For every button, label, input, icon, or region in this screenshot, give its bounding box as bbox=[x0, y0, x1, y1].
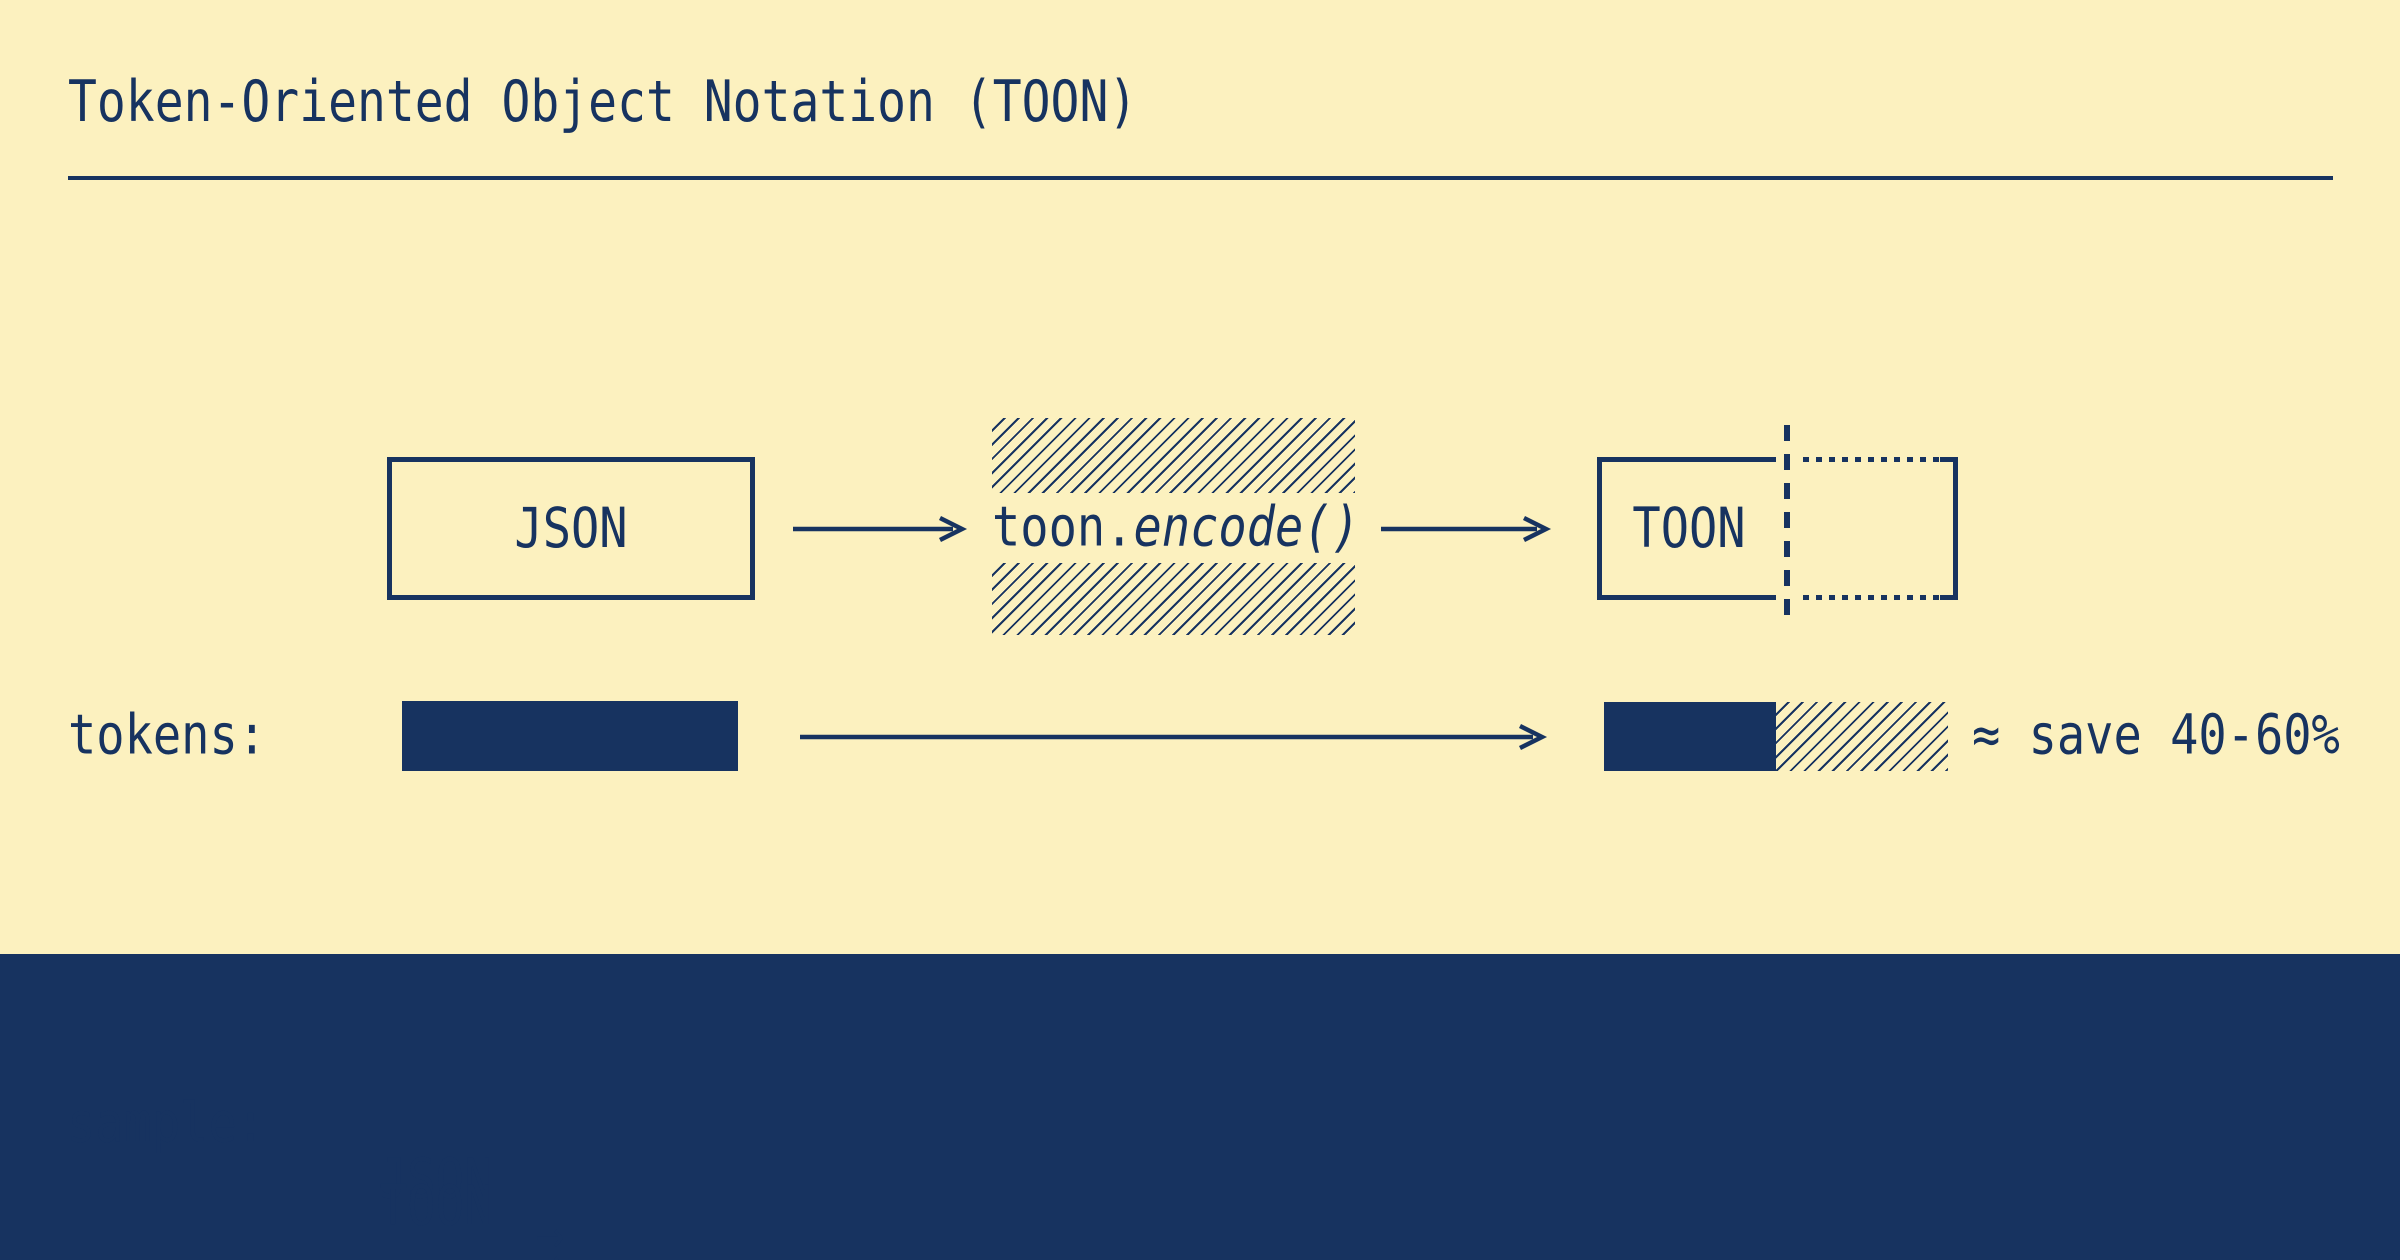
sample-format-json: JSON bbox=[379, 1146, 493, 1212]
savings-note: ≈ save 40-60% bbox=[1972, 702, 2340, 768]
flow-arrow-1 bbox=[793, 515, 968, 543]
toon-token-bar-saved-hatch bbox=[1776, 702, 1948, 771]
sample-label: sample: bbox=[67, 1090, 266, 1156]
sample-panel bbox=[0, 954, 2400, 1260]
toon-ghost-bottom-border bbox=[1803, 595, 1944, 600]
tokens-label: tokens: bbox=[68, 702, 267, 768]
toon-ghost-bottom-stub bbox=[1940, 595, 1958, 600]
flow-arrow-2 bbox=[1381, 515, 1552, 543]
sample-arrow-toon: → bbox=[536, 1230, 564, 1260]
toon-output-label: TOON bbox=[1632, 496, 1746, 561]
json-input-box: JSON bbox=[387, 457, 755, 600]
json-token-bar bbox=[402, 701, 738, 771]
title-underline bbox=[68, 176, 2333, 180]
sample-arrow-json: → bbox=[536, 1202, 565, 1260]
toon-cut-dashed-line bbox=[1784, 425, 1790, 628]
sample-format-toon: TOON bbox=[379, 1173, 493, 1239]
toon-ghost-top-stub bbox=[1940, 457, 1958, 462]
encoder-hatch-bottom bbox=[992, 563, 1355, 635]
sample-row-json: sample: JSON → { "tags": ["jazz", "chill… bbox=[0, 1040, 2400, 1260]
sample-row-toon: TOON → tags[3]: jazz,chill,lofi bbox=[0, 1123, 2400, 1260]
page-title: Token-Oriented Object Notation (TOON) bbox=[68, 69, 1137, 135]
tokens-arrow bbox=[800, 723, 1548, 751]
json-input-label: JSON bbox=[514, 496, 628, 561]
encoder-label: toon.encode() bbox=[992, 492, 1372, 564]
toon-ghost-right-border bbox=[1953, 457, 1958, 600]
page-title-text: Token-Oriented Object Notation (TOON) bbox=[68, 68, 1138, 136]
encoder-hatch-top bbox=[992, 418, 1355, 493]
toon-token-bar bbox=[1604, 702, 1776, 771]
encoder-call: encode() bbox=[1133, 494, 1360, 560]
encoder-prefix: toon. bbox=[992, 494, 1134, 560]
toon-output-box: TOON bbox=[1597, 457, 1776, 600]
toon-ghost-top-border bbox=[1803, 457, 1944, 462]
